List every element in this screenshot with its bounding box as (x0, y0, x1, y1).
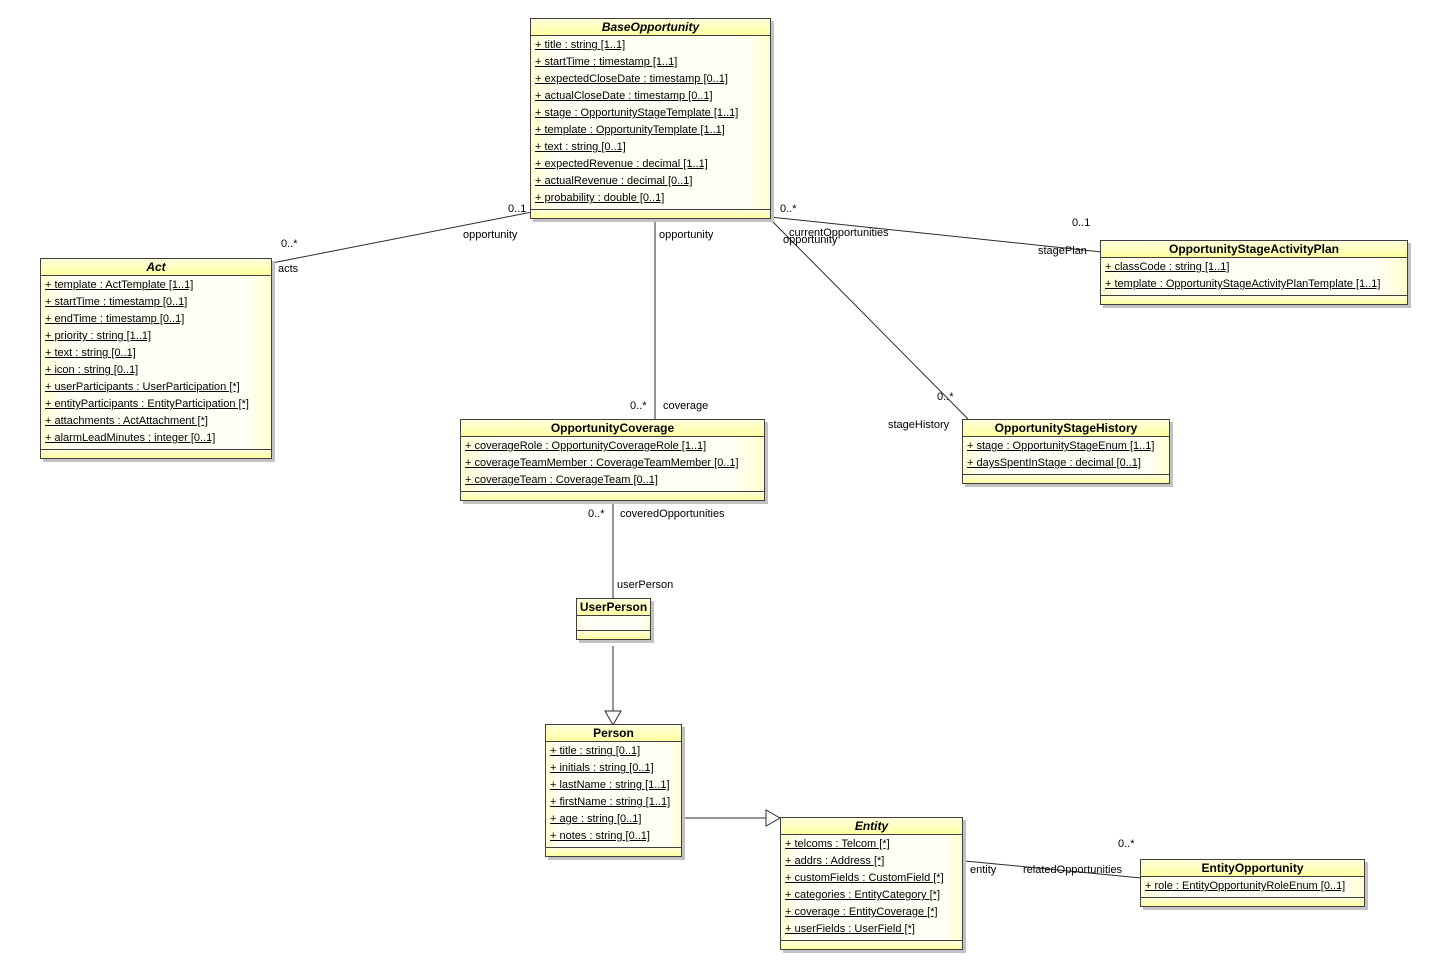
attribute: + alarmLeadMinutes : integer [0..1] (45, 432, 216, 444)
generalization-arrow-entity (765, 809, 782, 827)
role-label: acts (278, 263, 299, 275)
role-label: opportunity (463, 229, 518, 241)
class-opportunitycoverage[interactable]: OpportunityCoverage + coverageRole : Opp… (460, 419, 765, 501)
attribute: + text : string [0..1] (45, 347, 136, 359)
attribute: + expectedRevenue : decimal [1..1] (535, 158, 708, 170)
role-label: currentOpportunities (789, 227, 889, 239)
attribute: + addrs : Address [*] (785, 855, 885, 867)
generalization-arrow-person (604, 710, 622, 727)
attribute: + stage : OpportunityStageTemplate [1..1… (535, 107, 739, 119)
attribute: + startTime : timestamp [1..1] (535, 56, 678, 68)
attributes-compartment: + telcoms : Telcom [*] + addrs : Address … (781, 835, 962, 940)
operations-compartment (461, 491, 764, 500)
operations-compartment (546, 847, 681, 856)
attribute: + notes : string [0..1] (550, 830, 650, 842)
attribute: + actualCloseDate : timestamp [0..1] (535, 90, 713, 102)
attribute: + priority : string [1..1] (45, 330, 152, 342)
role-label: opportunity (659, 229, 714, 241)
attribute: + classCode : string [1..1] (1105, 261, 1230, 273)
attribute: + customFields : CustomField [*] (785, 872, 944, 884)
class-entityopportunity[interactable]: EntityOpportunity + role : EntityOpportu… (1140, 859, 1365, 907)
class-title: Person (546, 725, 681, 742)
attribute: + coverageTeam : CoverageTeam [0..1] (465, 474, 658, 486)
class-userperson[interactable]: UserPerson (576, 598, 651, 640)
operations-compartment (1141, 897, 1364, 906)
role-label: opportunity (783, 234, 838, 246)
association-baseopportunity-stagehistory (772, 221, 969, 420)
operations-compartment (1101, 295, 1407, 304)
operations-compartment (531, 209, 770, 218)
multiplicity-label: 0..* (1118, 838, 1135, 850)
operations-compartment (963, 474, 1169, 483)
attribute: + template : OpportunityStageActivityPla… (1105, 278, 1381, 290)
class-title: OpportunityCoverage (461, 420, 764, 437)
attribute: + template : OpportunityTemplate [1..1] (535, 124, 725, 136)
operations-compartment (781, 940, 962, 949)
attribute: + coverage : EntityCoverage [*] (785, 906, 938, 918)
attributes-compartment: + coverageRole : OpportunityCoverageRole… (461, 437, 764, 491)
attribute: + title : string [0..1] (550, 745, 641, 757)
class-entity[interactable]: Entity + telcoms : Telcom [*] + addrs : A… (780, 817, 963, 950)
class-opportunitystagehistory[interactable]: OpportunityStageHistory + stage : Opport… (962, 419, 1170, 484)
class-person[interactable]: Person + title : string [0..1] + initials… (545, 724, 682, 857)
attribute: + expectedCloseDate : timestamp [0..1] (535, 73, 728, 85)
role-label: userPerson (617, 579, 674, 591)
attributes-compartment: + role : EntityOpportunityRoleEnum [0..1… (1141, 877, 1364, 897)
attribute: + categories : EntityCategory [*] (785, 889, 940, 901)
attributes-compartment (577, 616, 650, 630)
attributes-compartment: + title : string [1..1] + startTime : tim… (531, 36, 770, 209)
attribute: + template : ActTemplate [1..1] (45, 279, 194, 291)
multiplicity-label: 0..1 (1072, 217, 1091, 229)
attribute: + probability : double [0..1] (535, 192, 665, 204)
class-opportunitystageactivityplan[interactable]: OpportunityStageActivityPlan + classCode… (1100, 240, 1408, 305)
class-title: EntityOpportunity (1141, 860, 1364, 877)
class-baseopportunity[interactable]: BaseOpportunity + title : string [1..1]+… (530, 18, 771, 219)
attributes-compartment: + classCode : string [1..1] + template : … (1101, 258, 1407, 295)
attribute: + title : string [1..1] (535, 39, 626, 51)
multiplicity-label: 0..* (780, 203, 797, 215)
attribute: + stage : OpportunityStageEnum [1..1] (967, 440, 1155, 452)
class-title: Entity (781, 818, 962, 835)
class-title: OpportunityStageHistory (963, 420, 1169, 437)
class-title: UserPerson (577, 599, 650, 616)
attributes-compartment: + template : ActTemplate [1..1] + startTi… (41, 276, 271, 449)
role-label: coverage (663, 400, 709, 412)
attribute: + startTime : timestamp [0..1] (45, 296, 188, 308)
attribute: + daysSpentInStage : decimal [0..1] (967, 457, 1141, 469)
role-label: coveredOpportunities (620, 508, 725, 520)
attribute: + age : string [0..1] (550, 813, 642, 825)
attribute: + coverageRole : OpportunityCoverageRole… (465, 440, 707, 452)
class-title: OpportunityStageActivityPlan (1101, 241, 1407, 258)
operations-compartment (577, 630, 650, 639)
role-label: stageHistory (888, 419, 950, 431)
attribute: + role : EntityOpportunityRoleEnum [0..1… (1145, 880, 1346, 892)
role-label: relatedOpportunities (1023, 864, 1123, 876)
attribute: + coverageTeamMember : CoverageTeamMembe… (465, 457, 739, 469)
attributes-compartment: + title : string [0..1] + initials : stri… (546, 742, 681, 847)
attribute: + icon : string [0..1] (45, 364, 139, 376)
multiplicity-label: 0..* (588, 508, 605, 520)
role-label: entity (970, 864, 997, 876)
class-title: BaseOpportunity (531, 19, 770, 36)
multiplicity-label: 0..* (630, 400, 647, 412)
attribute: + actualRevenue : decimal [0..1] (535, 175, 693, 187)
attribute: + endTime : timestamp [0..1] (45, 313, 185, 325)
multiplicity-label: 0..* (281, 238, 298, 250)
class-act[interactable]: Act + template : ActTemplate [1..1] + sta… (40, 258, 272, 459)
attribute: + lastName : string [1..1] (550, 779, 670, 791)
attribute: + entityParticipants : EntityParticipati… (45, 398, 249, 410)
attribute: + userFields : UserField [*] (785, 923, 915, 935)
multiplicity-label: 0..* (937, 391, 954, 403)
attribute: + telcoms : Telcom [*] (785, 838, 890, 850)
operations-compartment (41, 449, 271, 458)
attribute: + attachments : ActAttachment [*] (45, 415, 208, 427)
attribute: + initials : string [0..1] (550, 762, 654, 774)
attribute: + text : string [0..1] (535, 141, 626, 153)
multiplicity-label: 0..1 (508, 203, 527, 215)
attributes-compartment: + stage : OpportunityStageEnum [1..1] + d… (963, 437, 1169, 474)
attribute: + firstName : string [1..1] (550, 796, 671, 808)
class-title: Act (41, 259, 271, 276)
attribute: + userParticipants : UserParticipation [… (45, 381, 240, 393)
role-label: stagePlan (1038, 245, 1087, 257)
